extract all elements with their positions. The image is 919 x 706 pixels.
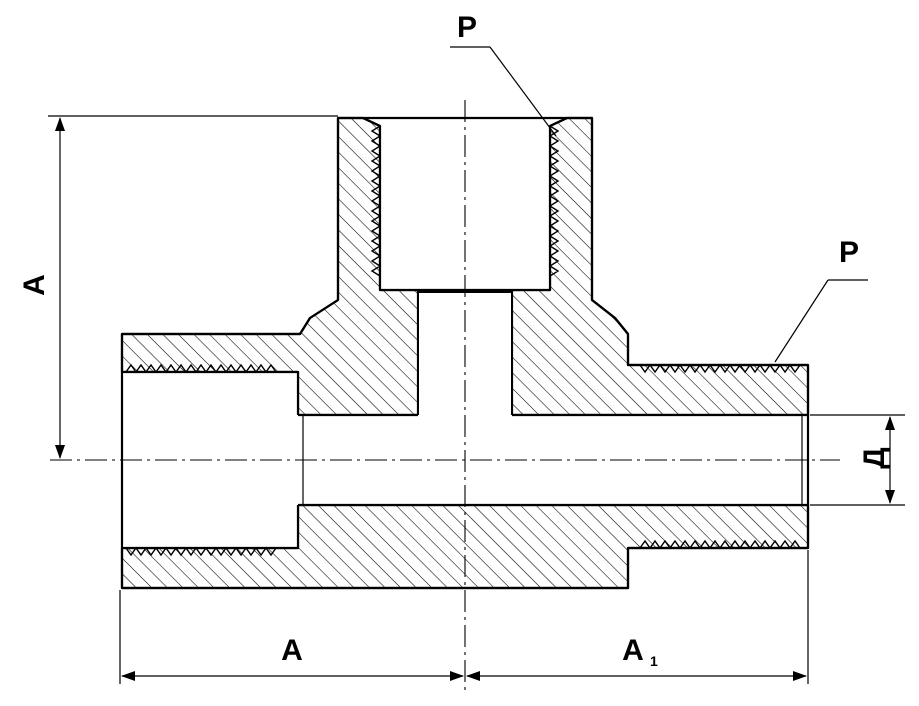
top-thread-label: Р — [457, 11, 477, 44]
top-thread-leader — [489, 46, 557, 137]
top-thread-left — [370, 125, 382, 277]
top-thread-right — [548, 125, 560, 277]
top-chamfer-right — [549, 117, 568, 127]
height-dimension-label: А — [18, 274, 51, 296]
right-thread-leader — [774, 279, 829, 363]
bottom-left-dimension-label: А — [281, 634, 303, 667]
left-socket-contour — [122, 370, 300, 550]
left-thread-lower — [125, 546, 277, 557]
main-bore-contour — [298, 413, 808, 507]
top-chamfer-left — [362, 117, 381, 127]
right-thread-lower — [639, 539, 801, 550]
diameter-dimension-label: Д — [858, 447, 891, 468]
right-thread-label: Р — [839, 236, 859, 269]
outer-contour — [120, 116, 810, 590]
bottom-right-dimension-label: А — [622, 634, 644, 667]
right-thread-upper — [639, 363, 801, 374]
bottom-right-dimension-subscript: 1 — [650, 653, 658, 669]
left-thread-upper — [125, 363, 277, 374]
